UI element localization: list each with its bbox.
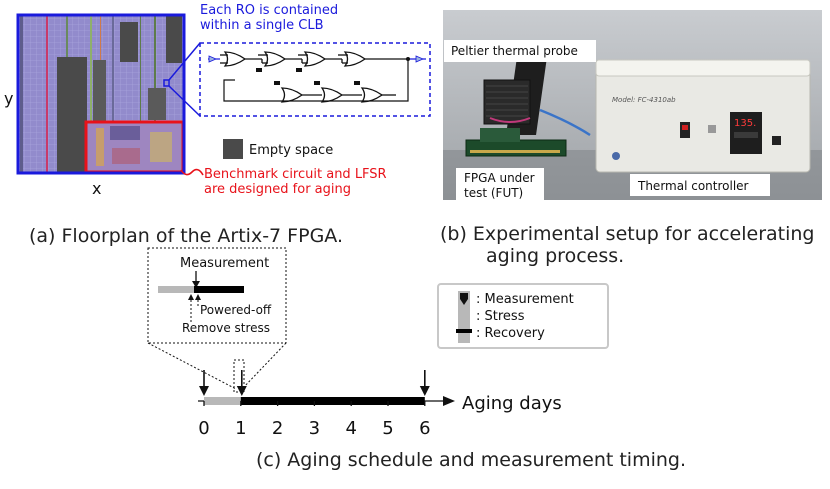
caption-a: (a) Floorplan of the Artix-7 FPGA. [29,225,343,247]
device-display: 135. [734,118,756,129]
empty-space-swatch [223,139,243,159]
thermal-controller-label: Thermal controller [637,179,749,193]
tick-label: 3 [309,418,320,439]
timeline-arrowhead [443,396,455,406]
zoom-recovery-bar [194,286,244,293]
ro-note-line1: Each RO is contained [200,3,338,18]
x-axis-label: x [92,179,101,198]
recovery-bar [240,397,425,405]
legend-measurement-icon [460,299,468,305]
legend-recovery-swatch [456,329,472,333]
empty-block [120,22,138,62]
tick-label: 4 [345,418,356,439]
empty-space-label: Empty space [249,143,333,158]
tick-label: 2 [272,418,283,439]
measurement-arrow [236,386,247,396]
zoom-stress-bar [158,286,194,293]
empty-block [148,88,166,120]
measurement-arrow [199,386,209,396]
timeline-axis-title: Aging days [462,393,562,414]
setup-photo-panel: Model: FC-4310ab 135. Peltier thermal pr… [440,10,822,267]
tick-label: 6 [419,418,430,439]
schedule-legend [437,283,609,349]
ro-note-line2: within a single CLB [200,18,324,33]
thermal-controller-device [595,71,811,173]
floorplan-panel: y x Each RO is contained within a single… [4,3,431,247]
caption-b-line2: aging process. [486,245,624,267]
floorplan-border [16,13,186,175]
benchmark-label-line2: are designed for aging [204,182,351,197]
empty-block [57,57,87,173]
measurement-arrow [419,386,430,396]
legend-stress-label: : Stress [476,309,525,324]
fut-label-line1: FPGA under [464,171,535,185]
zoom-remove-stress-label: Remove stress [182,321,270,335]
zoom-measurement-label: Measurement [180,256,269,271]
legend-recovery-label: : Recovery [476,326,545,341]
aging-schedule-panel: Measurement Powered-off Remove stress : … [147,247,686,471]
timeline-bars [204,397,425,405]
peltier-label: Peltier thermal probe [451,44,578,58]
tick-label: 1 [235,418,246,439]
ring-oscillator-diagram [199,42,431,117]
device-model: Model: FC-4310ab [612,96,676,104]
timeline-measurements [199,370,430,396]
benchmark-label-line1: Benchmark circuit and LFSR [204,167,387,182]
fut-label-line2: test (FUT) [464,186,523,200]
legend-measurement-label: : Measurement [476,292,574,307]
y-axis-label: y [4,89,13,108]
stress-bar [204,397,241,405]
caption-b-line1: (b) Experimental setup for accelerating [440,223,815,245]
tick-label: 5 [382,418,393,439]
empty-block [166,15,182,63]
zoom-inset [147,247,287,344]
tick-label: 0 [198,418,209,439]
zoom-powered-off-label: Powered-off [200,303,272,317]
timeline-ticks: 0 1 2 3 4 5 6 [198,401,431,439]
fpga-board [465,139,567,157]
benchmark-pointer [180,168,204,176]
caption-c: (c) Aging schedule and measurement timin… [256,449,686,471]
